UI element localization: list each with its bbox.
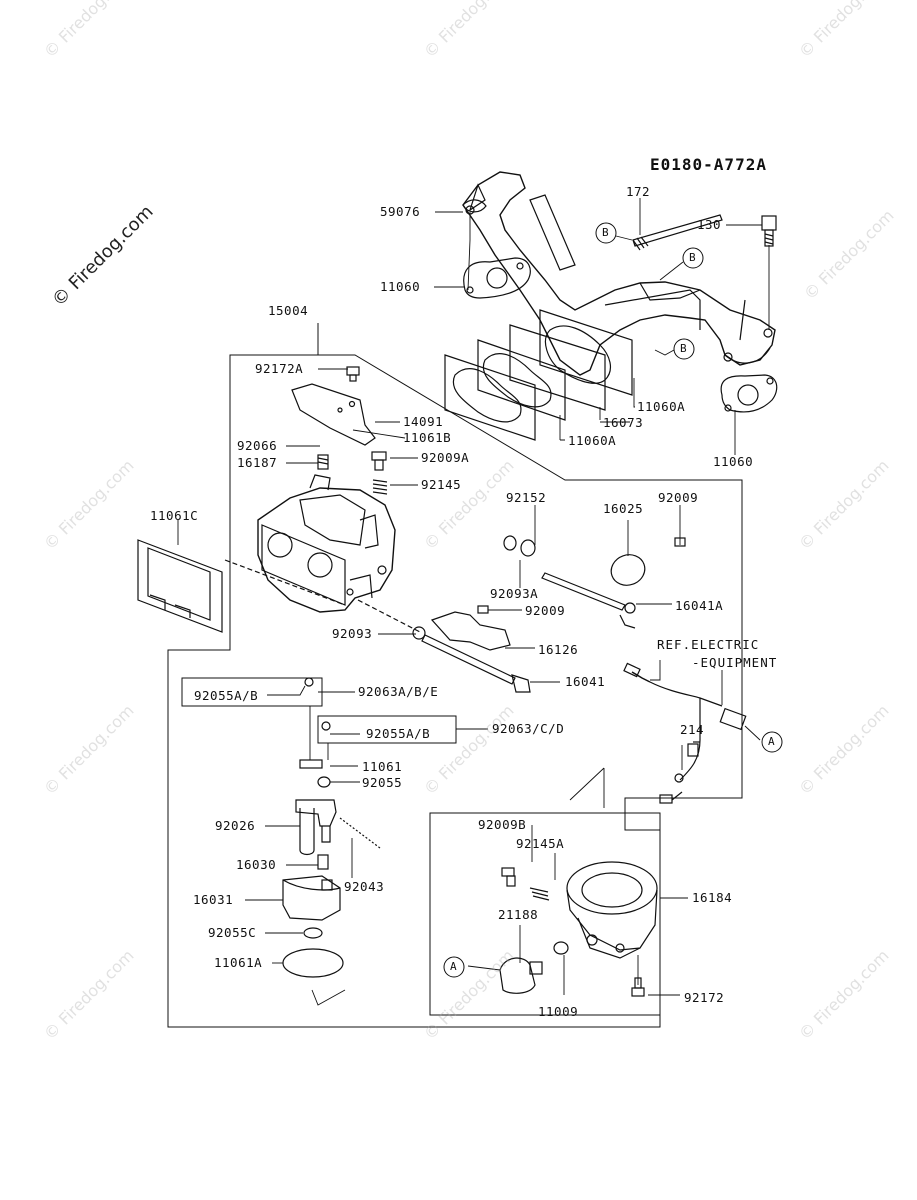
part-label: 15004 <box>268 303 309 318</box>
main-jet-stack <box>299 677 331 788</box>
part-label: 16041 <box>565 674 606 689</box>
part-label: 16041A <box>675 598 724 613</box>
part-label: 16187 <box>237 455 278 470</box>
part-label: 130 <box>697 217 722 232</box>
ref-letter-b: B <box>689 251 697 264</box>
leader-lines <box>177 198 770 1006</box>
needle-jet-92026 <box>295 799 381 856</box>
ref-letter-b: B <box>602 226 610 239</box>
part-label: 11060A <box>568 433 617 448</box>
part-label: 16126 <box>538 642 579 657</box>
part-label: 59076 <box>380 204 421 219</box>
part-label: 16025 <box>603 501 644 516</box>
stud-bolt <box>632 214 723 251</box>
washer-11009 <box>553 941 569 955</box>
part-label: 11061 <box>362 759 403 774</box>
part-label: 92063/C/D <box>492 721 565 736</box>
part-label: 16030 <box>236 857 277 872</box>
throttle-shaft <box>541 572 636 629</box>
screw-92009B <box>501 867 516 887</box>
oring-92055C <box>303 927 323 939</box>
wire-harness <box>623 662 747 804</box>
part-label: 92066 <box>237 438 278 453</box>
screw-92172A <box>346 366 360 382</box>
part-label: 16184 <box>692 890 733 905</box>
part-label: 92009A <box>421 450 470 465</box>
part-label: 14091 <box>403 414 444 429</box>
box-float-chamber <box>429 812 661 1016</box>
part-label: 11060 <box>380 279 421 294</box>
part-label: 92009 <box>658 490 699 505</box>
ref-letter-a: A <box>450 960 458 973</box>
part-label: 92172A <box>255 361 304 376</box>
gasket-11060-top <box>463 257 531 299</box>
part-label: 92172 <box>684 990 725 1005</box>
float-chamber <box>566 861 658 959</box>
part-label: 92145A <box>516 836 565 851</box>
part-label: 11061B <box>403 430 452 445</box>
part-label: 92055C <box>208 925 257 940</box>
part-label: 92026 <box>215 818 256 833</box>
ref-note-line2: -EQUIPMENT <box>692 655 778 670</box>
gasket-11060-right <box>720 374 778 413</box>
part-label: 172 <box>626 184 651 199</box>
part-label: 92055 <box>362 775 403 790</box>
spring-92145A <box>529 887 550 901</box>
part-label: 92009 <box>525 603 566 618</box>
intake-manifold <box>462 171 776 376</box>
part-label: 11061A <box>214 955 263 970</box>
part-label: 92152 <box>506 490 547 505</box>
part-label: 92055A/B <box>366 726 431 741</box>
fuel-valve-16030 <box>317 854 329 870</box>
diagram-code: E0180-A772A <box>650 155 767 174</box>
gasket-stack <box>444 309 633 441</box>
ref-letter-a: A <box>768 735 776 748</box>
part-label: 92093 <box>332 626 373 641</box>
main-outline <box>167 323 743 1028</box>
screw-92009A <box>371 451 387 471</box>
box-92055AB-2 <box>317 715 457 744</box>
part-label: 11009 <box>538 1004 579 1019</box>
cover-plate <box>291 383 376 446</box>
part-label: 16031 <box>193 892 234 907</box>
seal-92152 <box>503 535 536 557</box>
part-label: 214 <box>680 722 705 737</box>
flange-bolt <box>761 215 777 247</box>
part-label: 11060A <box>637 399 686 414</box>
part-label: 92063A/B/E <box>358 684 439 699</box>
part-label: 11061C <box>150 508 199 523</box>
part-label: 92043 <box>344 879 385 894</box>
jet-16187 <box>317 454 329 470</box>
ref-letter-b: B <box>680 342 688 355</box>
carburetor-body <box>257 474 396 613</box>
part-label: 11060 <box>713 454 754 469</box>
float-16031 <box>282 875 341 921</box>
ref-note-line1: REF.ELECTRIC <box>657 637 760 652</box>
callout-circles <box>443 222 783 978</box>
part-label: 16073 <box>603 415 644 430</box>
part-label: 92145 <box>421 477 462 492</box>
solenoid-21188 <box>499 957 543 994</box>
part-label: 92009B <box>478 817 527 832</box>
gasket-11061C <box>137 539 223 633</box>
spring-92145 <box>372 479 388 495</box>
oring-11061A <box>282 948 344 978</box>
throttle-plate <box>610 554 646 586</box>
part-label: 92093A <box>490 586 539 601</box>
choke-shaft <box>412 626 531 693</box>
part-label: 92055A/B <box>194 688 259 703</box>
choke-plate <box>430 605 511 651</box>
part-label: 21188 <box>498 907 539 922</box>
